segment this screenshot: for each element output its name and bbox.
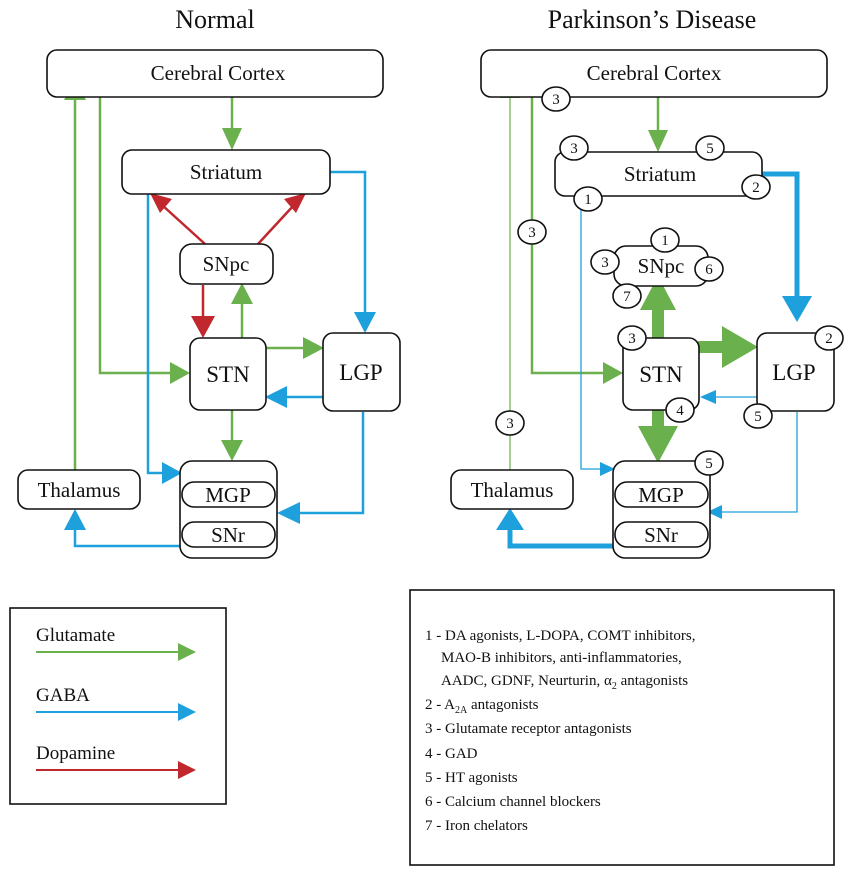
badge-snpc-left-text: 3	[601, 255, 609, 271]
treatment-2-pre: 2 - A	[425, 697, 455, 713]
pd-lgp-box	[756, 332, 835, 412]
treatment-1-line3-pre: AADC, GDNF, Neurturin, α	[441, 673, 612, 689]
treatment-1-line2: MAO-B inhibitors, anti-inflammatories,	[441, 650, 682, 666]
pd-snr-box	[614, 521, 709, 548]
treatments-legend: 1 - DA agonists, L-DOPA, COMT inhibitors…	[409, 589, 835, 866]
badge-cortex-path-text: 3	[528, 225, 536, 241]
badge-str-bottom: 1	[573, 186, 603, 212]
badge-mgp: 5	[694, 450, 724, 476]
mgp-label: MGP	[205, 483, 251, 507]
pd-mgp-label: MGP	[638, 483, 684, 507]
stn-box	[189, 337, 267, 411]
badge-gad: 4	[665, 397, 695, 423]
badge-snpc-right-text: 6	[705, 262, 713, 278]
pd-mgp-box	[614, 481, 709, 508]
badge-lgp-bottom-text: 5	[754, 409, 762, 425]
legend-glutamate-label: Glutamate	[36, 625, 115, 646]
striatum-box	[121, 149, 331, 195]
thalamus-box	[17, 469, 141, 510]
badge-snpc-bottom-text: 7	[623, 289, 631, 305]
pd-title: Parkinson’s Disease	[548, 5, 757, 34]
treatment-3: 3 - Glutamate receptor antagonists	[425, 721, 632, 737]
treatment-2-post: antagonists	[467, 697, 538, 713]
lgp-box	[322, 332, 401, 412]
pd-stn-label: STN	[639, 362, 683, 387]
pd-thalamus-box	[450, 469, 574, 510]
pd-snr-label: SNr	[644, 523, 678, 547]
badge-snpc-top-text: 1	[661, 233, 669, 249]
lgp-label: LGP	[339, 360, 382, 385]
legend-dopamine-label: Dopamine	[36, 743, 115, 764]
badge-mgp-text: 5	[705, 456, 713, 472]
badge-thalamus-path-text: 3	[506, 416, 514, 432]
normal-nodes: Cerebral Cortex Striatum SNpc STN LGP Th…	[17, 49, 401, 559]
snpc-label: SNpc	[203, 252, 250, 276]
striatum-label: Striatum	[190, 160, 262, 184]
pd-lgp-label: LGP	[772, 360, 815, 385]
badge-str-top-text: 5	[706, 141, 714, 157]
pd-snpc-label: SNpc	[638, 254, 685, 278]
badge-str-right: 2	[741, 174, 771, 200]
badge-lgp-top-text: 2	[825, 331, 833, 347]
treatment-6: 6 - Calcium channel blockers	[425, 794, 601, 810]
badge-snpc-bottom: 7	[612, 283, 642, 309]
treatment-1-line3-sub: 2	[612, 681, 617, 692]
badge-snpc-right: 6	[694, 256, 724, 282]
snpc-box	[179, 243, 274, 285]
treatment-5: 5 - HT agonists	[425, 770, 518, 786]
badge-lgp-bottom: 5	[743, 403, 773, 429]
pd-cortex-box	[480, 49, 828, 98]
badge-snpc-top: 1	[650, 227, 680, 253]
badge-str-left: 3	[559, 135, 589, 161]
snr-box	[181, 521, 276, 548]
stn-label: STN	[206, 362, 250, 387]
badge-stn-text: 3	[628, 331, 636, 347]
pd-striatum-box	[554, 151, 763, 197]
badge-snpc-left: 3	[590, 249, 620, 275]
pd-cortex-label: Cerebral Cortex	[587, 61, 722, 85]
treatments-box	[409, 589, 835, 866]
badge-stn: 3	[617, 325, 647, 351]
treatment-1-line1: 1 - DA agonists, L-DOPA, COMT inhibitors…	[425, 628, 695, 644]
treatment-1-line3: AADC, GDNF, Neurturin, α2 antagonists	[441, 673, 688, 692]
pd-nodes: Cerebral Cortex Striatum SNpc STN LGP Th…	[450, 49, 835, 559]
treatment-7: 7 - Iron chelators	[425, 818, 528, 834]
badge-str-top: 5	[695, 135, 725, 161]
treatment-2-sub: 2A	[455, 705, 468, 716]
snr-label: SNr	[211, 523, 245, 547]
pd-stn-box	[622, 337, 700, 411]
pd-treatment-badges: 3 3 5 1 2 3 1 3 6 7 3 2 5 4 5 3	[495, 86, 844, 476]
legend: Glutamate GABA Dopamine	[9, 607, 227, 805]
treatment-2: 2 - A2A antagonists	[425, 697, 539, 716]
badge-str-left-text: 3	[570, 141, 578, 157]
pd-connections	[496, 78, 812, 549]
pd-thalamus-label: Thalamus	[471, 478, 554, 502]
badge-str-bottom-text: 1	[584, 192, 592, 208]
treatment-4: 4 - GAD	[425, 746, 478, 762]
pd-striatum-label: Striatum	[624, 162, 696, 186]
badge-cortex-text: 3	[552, 92, 560, 108]
badge-gad-text: 4	[676, 403, 684, 419]
badge-thalamus-path: 3	[495, 410, 525, 436]
cortex-box	[46, 49, 384, 98]
legend-gaba-label: GABA	[36, 685, 90, 706]
thalamus-label: Thalamus	[38, 478, 121, 502]
badge-cortex-path: 3	[517, 219, 547, 245]
mgp-box	[181, 481, 276, 508]
treatment-1-line3-post: antagonists	[617, 673, 688, 689]
badge-str-right-text: 2	[752, 180, 760, 196]
normal-title: Normal	[175, 5, 254, 34]
badge-lgp-top: 2	[814, 325, 844, 351]
cortex-label: Cerebral Cortex	[151, 61, 286, 85]
badge-cortex: 3	[541, 86, 571, 112]
